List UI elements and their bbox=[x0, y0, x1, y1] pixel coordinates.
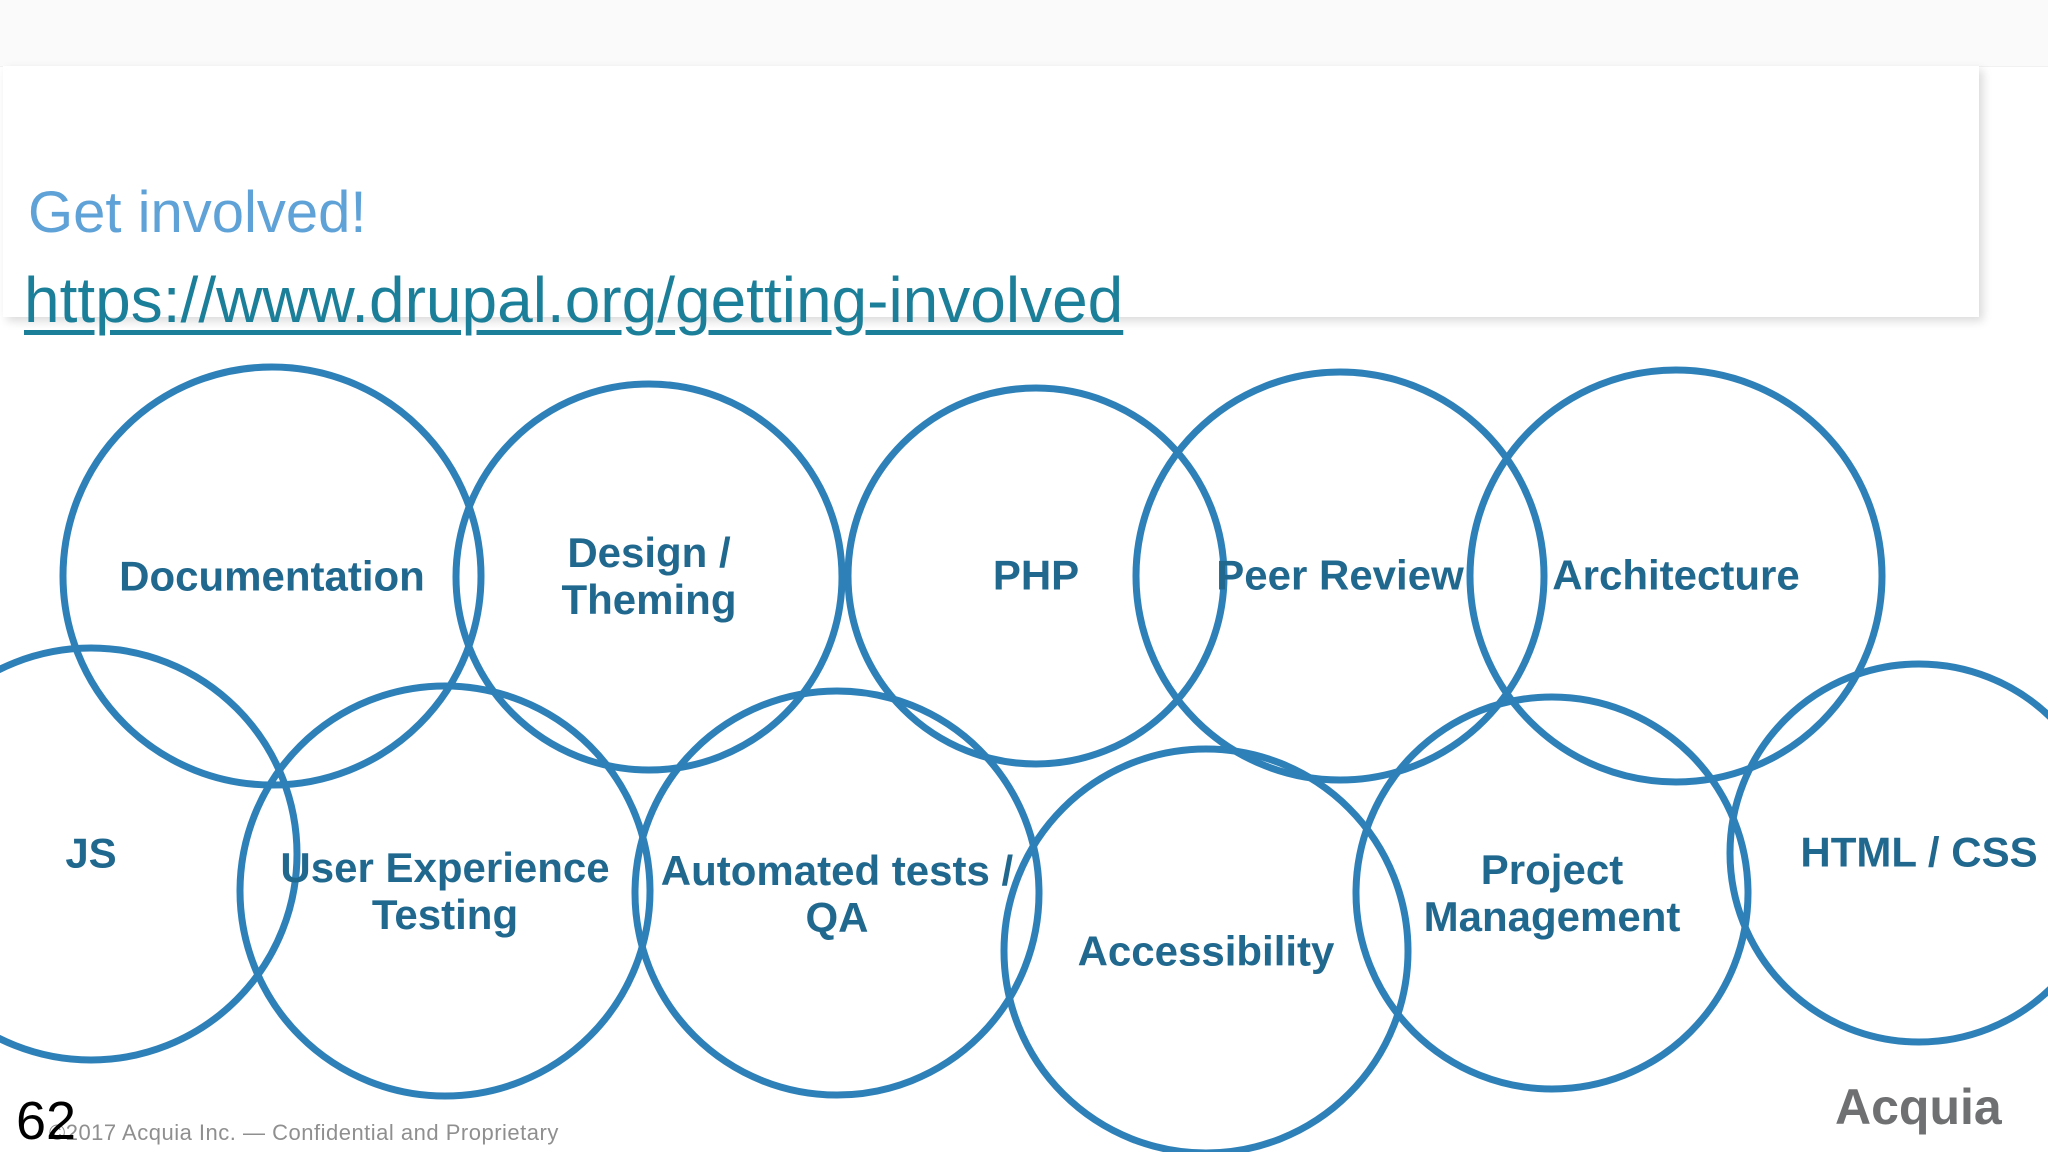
bubble-label: Project Management bbox=[1423, 845, 1681, 940]
slide-title: Get involved! bbox=[28, 180, 367, 245]
bubble-outline bbox=[236, 682, 654, 1100]
bubble-outline bbox=[1466, 366, 1886, 786]
bubble-circle bbox=[1136, 372, 1544, 780]
bubble-circle bbox=[1470, 370, 1882, 782]
bubble-label: Design / Theming bbox=[561, 528, 737, 623]
bubble-circle bbox=[1730, 664, 2048, 1042]
bubble-fills bbox=[0, 367, 2048, 1152]
bubble-outline bbox=[1352, 693, 1752, 1093]
bubble-label: Documentation bbox=[119, 552, 425, 600]
bubble-label: HTML / CSS bbox=[1800, 828, 2038, 876]
bubble-outline bbox=[1000, 745, 1412, 1152]
bubble-circle bbox=[635, 691, 1039, 1095]
page-number: 62 bbox=[16, 1091, 77, 1151]
bubble-label: Automated tests / QA bbox=[660, 846, 1014, 941]
bubble-label: Peer Review bbox=[1216, 551, 1464, 599]
copyright-text: ©2017 Acquia Inc. — Confidential and Pro… bbox=[49, 1120, 559, 1145]
bubble-circle bbox=[0, 648, 297, 1060]
title-card: Get involved! https://www.drupal.org/get… bbox=[3, 66, 1979, 336]
bubble-circle bbox=[1004, 749, 1408, 1152]
bubble-outline bbox=[844, 384, 1228, 768]
bubble-label: JS bbox=[65, 829, 117, 877]
bubble-outline bbox=[452, 380, 846, 774]
bubble-label: Architecture bbox=[1552, 551, 1800, 599]
bubble-label: User Experience Testing bbox=[280, 843, 610, 938]
bubble-outline bbox=[631, 687, 1043, 1099]
bubble-circle bbox=[456, 384, 842, 770]
bubble-outline bbox=[1726, 660, 2048, 1046]
acquia-logo: Acquia bbox=[1835, 1079, 2002, 1135]
bubble-outline bbox=[0, 644, 301, 1064]
bubble-strokes bbox=[0, 363, 2048, 1152]
bubble-label: PHP bbox=[992, 551, 1080, 599]
getting-involved-link[interactable]: https://www.drupal.org/getting-involved bbox=[24, 264, 1124, 336]
bubble-circle bbox=[1356, 697, 1748, 1089]
bubble-circle bbox=[240, 686, 650, 1096]
bubble-circle bbox=[848, 388, 1224, 764]
bubble-outline bbox=[1132, 368, 1548, 784]
bubble-label: Accessibility bbox=[1077, 927, 1335, 975]
